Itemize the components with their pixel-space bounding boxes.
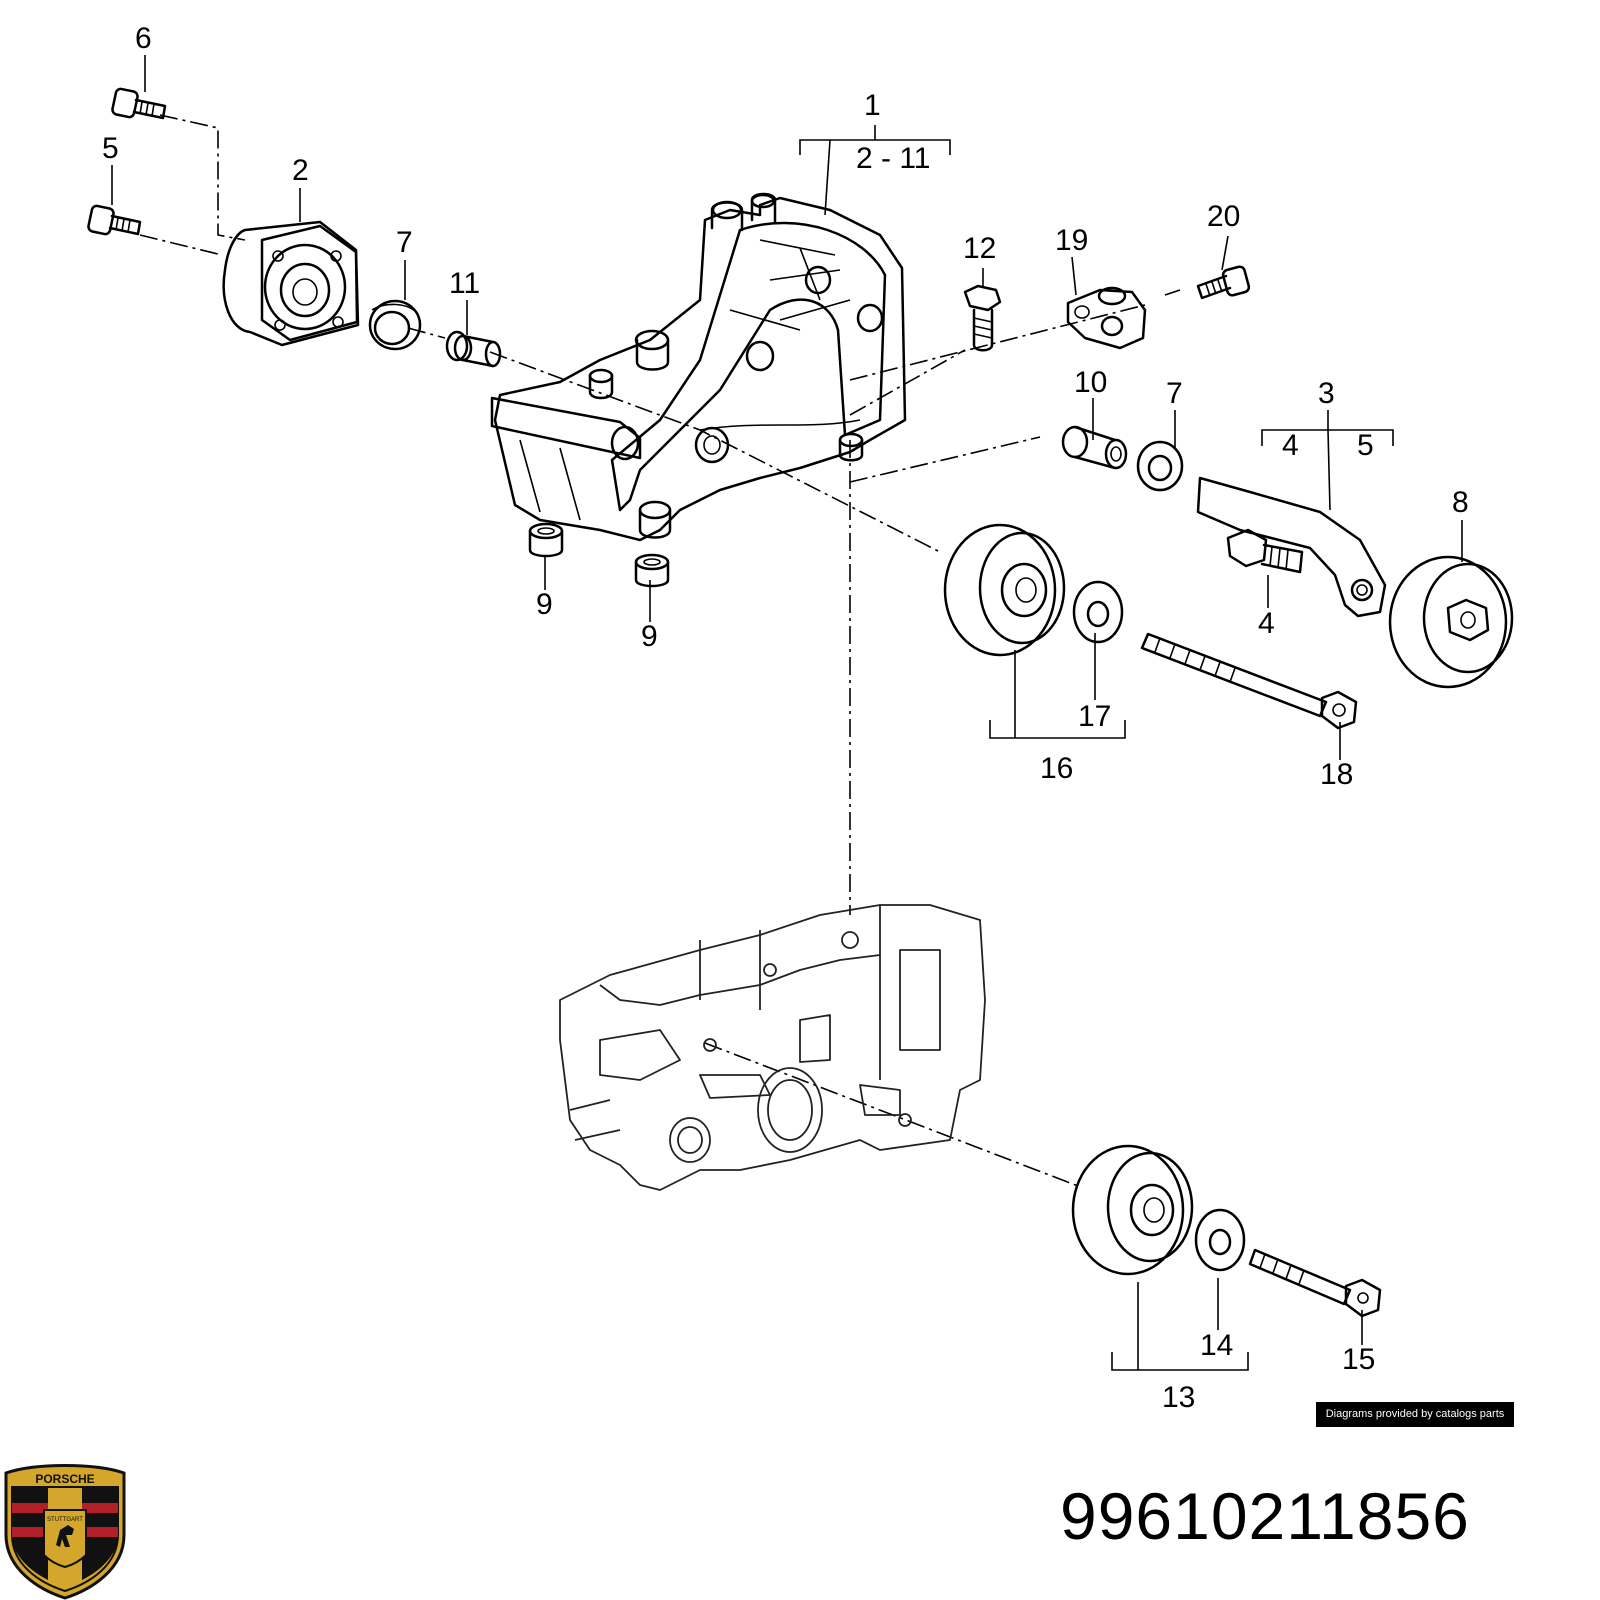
callout-5-left: 5 [102, 132, 119, 165]
callout-12: 12 [963, 232, 996, 265]
sleeve-10 [1061, 425, 1128, 470]
bolt-12 [963, 284, 1002, 352]
spacer-9-right [634, 553, 670, 588]
callout-3: 3 [1318, 377, 1335, 410]
callout-2-11: 2 - 11 [856, 142, 931, 175]
callout-11: 11 [449, 267, 480, 300]
washer-14 [1194, 1208, 1246, 1272]
callout-13: 13 [1162, 1381, 1195, 1414]
callout-4-lower: 4 [1258, 607, 1275, 640]
logo-brand-text: PORSCHE [35, 1472, 94, 1486]
callout-10: 10 [1074, 366, 1107, 399]
logo-city-text: STUTTGART [47, 1517, 83, 1523]
seal-ring-7-left [368, 299, 422, 351]
callout-7-left: 7 [396, 226, 413, 259]
bolt-5 [87, 204, 142, 236]
callout-20: 20 [1207, 200, 1240, 233]
pulley-8 [1388, 555, 1514, 689]
leader-lines [111, 55, 1463, 1371]
pulley-13 [1071, 1144, 1194, 1276]
callout-18: 18 [1320, 758, 1353, 791]
callout-16: 16 [1040, 752, 1073, 785]
bracket-assembly-1 [490, 192, 907, 542]
callout-8: 8 [1452, 486, 1469, 519]
callout-labels: 1 2 - 11 6 5 2 7 11 12 19 20 10 7 3 4 5 … [102, 22, 1469, 1414]
callout-2: 2 [292, 154, 309, 187]
callout-1: 1 [864, 89, 881, 122]
callout-15: 15 [1342, 1343, 1375, 1376]
callout-19: 19 [1055, 224, 1088, 257]
washer-17 [1072, 580, 1124, 644]
bearing-flange-2 [222, 220, 360, 347]
porsche-crest-logo: PORSCHE STUTTGART [4, 1464, 126, 1600]
bushing-11 [445, 330, 502, 368]
bolt-18 [1140, 632, 1358, 730]
bolt-20 [1196, 265, 1251, 300]
callout-17: 17 [1078, 700, 1111, 733]
bracket-19 [1066, 286, 1147, 350]
pulley-16 [943, 523, 1066, 657]
credit-badge: Diagrams provided by catalogs parts [1316, 1402, 1514, 1427]
assembly-lines [139, 114, 1181, 1187]
bolt-4 [1226, 528, 1304, 574]
callout-7-right: 7 [1166, 377, 1183, 410]
bolt-15 [1248, 1248, 1382, 1318]
callout-5-right: 5 [1357, 429, 1374, 462]
callout-9-right: 9 [641, 620, 658, 653]
bolt-6 [111, 87, 167, 120]
washer-7-right [1136, 440, 1184, 492]
spacer-9-left [528, 522, 564, 558]
callout-4-upper: 4 [1282, 429, 1299, 462]
callout-9-left: 9 [536, 588, 553, 621]
tensioner-arm-3 [1196, 476, 1387, 618]
part-number: 99610211856 [1060, 1479, 1470, 1553]
callout-6: 6 [135, 22, 152, 55]
callout-14: 14 [1200, 1329, 1233, 1362]
engine-block [559, 904, 986, 1191]
